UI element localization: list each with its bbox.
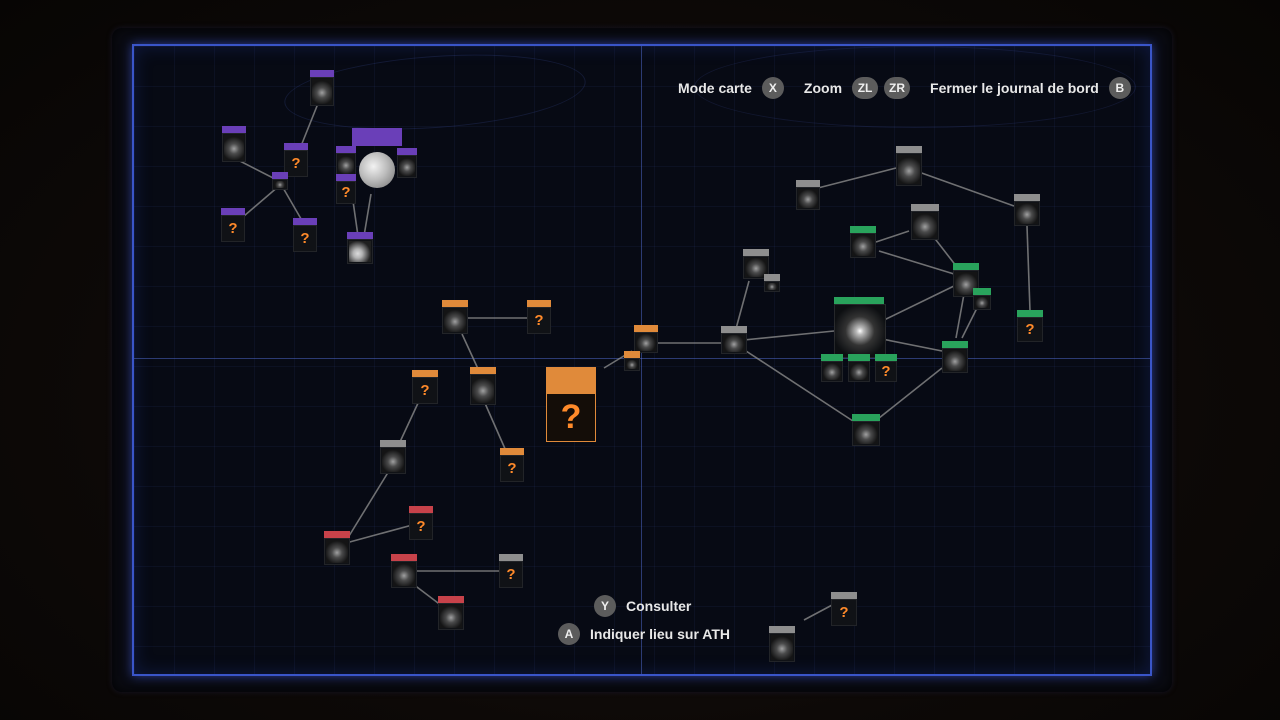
rumor-card-gray-unknown[interactable]: ? — [831, 592, 857, 626]
map-mode-button[interactable]: X — [761, 77, 784, 99]
rumor-card-gray[interactable] — [721, 326, 747, 354]
rumor-card-gray[interactable] — [796, 180, 820, 210]
connection-lines — [233, 95, 1031, 621]
rumor-card-small[interactable] — [624, 351, 640, 371]
rumor-card-small[interactable] — [272, 172, 288, 190]
map-mode-label: Mode carte — [678, 80, 752, 96]
rumor-card-green[interactable] — [942, 341, 968, 373]
rumor-card-orange[interactable] — [470, 367, 496, 405]
rumor-card-orange[interactable] — [634, 325, 658, 353]
rumor-card-gray-unknown[interactable]: ? — [499, 554, 523, 588]
rumor-card-gray[interactable] — [380, 440, 406, 474]
rumor-card-gray[interactable] — [911, 204, 939, 240]
rumor-card-purple[interactable] — [222, 126, 246, 162]
close-log-label: Fermer le journal de bord — [930, 80, 1099, 96]
rumor-card-green[interactable] — [850, 226, 876, 258]
rumor-card-green[interactable] — [852, 414, 880, 446]
consult-button[interactable]: Y — [594, 595, 616, 617]
rumor-card-purple-unknown[interactable]: ? — [284, 143, 308, 177]
rumor-card-orange-unknown[interactable]: ? — [412, 370, 438, 404]
rumor-card-orange-unknown[interactable]: ? — [500, 448, 524, 482]
rumor-card-orange[interactable] — [442, 300, 468, 334]
orbit-glow — [694, 46, 1136, 128]
hud-top-controls: Mode carte X Zoom ZL ZR Fermer le journa… — [678, 77, 1131, 99]
rumor-card-green[interactable] — [973, 288, 991, 310]
rumor-card-red[interactable] — [391, 554, 417, 588]
rumor-map-screen: ? ? ? ? ? ? ? ? ? ? ? ? ? Mode carte X — [132, 44, 1152, 676]
main-unknown-rumor-card[interactable]: ? — [546, 367, 596, 442]
hud-consult-action: Y Consulter — [594, 595, 691, 617]
consult-label: Consulter — [626, 598, 692, 614]
mark-location-label: Indiquer lieu sur ATH — [590, 626, 731, 642]
rumor-card-gray[interactable] — [1014, 194, 1040, 226]
rumor-card-red-unknown[interactable]: ? — [409, 506, 433, 540]
question-mark-icon: ? — [560, 398, 582, 436]
main-location-card[interactable] — [834, 304, 886, 358]
rumor-card-purple-unknown[interactable]: ? — [293, 218, 317, 252]
rumor-card-purple[interactable] — [336, 146, 356, 176]
rumor-card-green-unknown[interactable]: ? — [875, 354, 897, 382]
close-log-button[interactable]: B — [1108, 77, 1131, 99]
zoom-out-button[interactable]: ZR — [884, 77, 911, 99]
rumor-card-gray[interactable] — [896, 146, 922, 186]
card-header — [547, 368, 595, 394]
rumor-card-small[interactable] — [764, 274, 780, 292]
rumor-card-green[interactable] — [848, 354, 870, 382]
zoom-in-button[interactable]: ZL — [852, 77, 879, 99]
rumor-card-gray[interactable] — [769, 626, 795, 662]
rumor-card-red[interactable] — [324, 531, 350, 565]
hud-mark-action: A Indiquer lieu sur ATH — [558, 623, 730, 645]
rumor-card-purple[interactable] — [347, 232, 373, 264]
mark-location-button[interactable]: A — [558, 623, 580, 645]
rumor-card-purple-unknown[interactable]: ? — [336, 174, 356, 204]
rumor-card-purple[interactable] — [310, 70, 334, 106]
rumor-card-red[interactable] — [438, 596, 464, 630]
rumor-card-orange-unknown[interactable]: ? — [527, 300, 551, 334]
rumor-card-green-unknown[interactable]: ? — [1017, 310, 1043, 342]
rumor-card-green[interactable] — [953, 263, 979, 297]
planet-card-header — [352, 128, 402, 146]
map-axis-vertical — [641, 46, 642, 674]
map-axis-horizontal — [134, 358, 1150, 359]
rumor-card-gray[interactable] — [743, 249, 769, 279]
rumor-card-purple[interactable] — [397, 148, 417, 178]
rumor-card-green[interactable] — [821, 354, 843, 382]
zoom-label: Zoom — [803, 80, 843, 96]
moon-planet-image[interactable] — [359, 152, 395, 188]
rumor-card-purple-unknown[interactable]: ? — [221, 208, 245, 242]
